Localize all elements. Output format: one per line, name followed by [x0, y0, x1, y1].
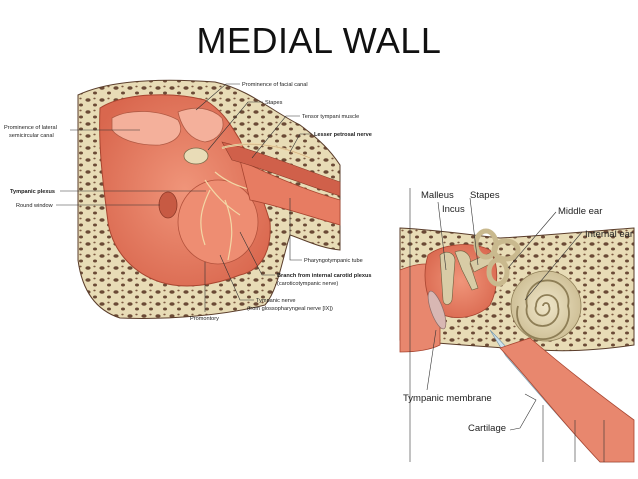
label-tympanic-plexus: Tympanic plexus [10, 189, 55, 195]
tympanic-plexus-nerves [200, 171, 263, 261]
malleus-bone [439, 251, 456, 305]
cochlea-spiral [516, 279, 570, 340]
incus-bone [454, 250, 479, 291]
label-internal-ear: Internal ear [585, 229, 633, 240]
label-facial-canal: Prominence of facial canal [242, 82, 308, 88]
left-diagram [77, 79, 341, 319]
right-labels: Malleus Stapes Incus Middle ear Internal… [403, 190, 633, 434]
right-diagram [399, 227, 635, 463]
label-tympanic-membrane: Tympanic membrane [403, 393, 492, 404]
label-carotid-branch-1: Branch from internal carotid plexus [277, 273, 372, 279]
tympanic-membrane [427, 290, 447, 330]
label-tensor-tympani: Tensor tympani muscle [302, 114, 359, 120]
left-labels: Prominence of facial canal Stapes Tensor… [4, 82, 372, 322]
label-middle-ear: Middle ear [558, 206, 602, 217]
lateral-canal-prominence [111, 111, 182, 146]
round-window-opening [158, 191, 178, 219]
facial-canal-ridge [177, 107, 224, 143]
promontory-bulge [177, 179, 259, 265]
label-stapes-right: Stapes [470, 190, 500, 201]
label-carotid-branch-2: (caroticotympanic nerve) [277, 281, 338, 287]
slide-title: MEDIAL WALL [196, 20, 442, 61]
label-lateral-canal-2: semicircular canal [9, 133, 54, 139]
label-promontory: Promontory [190, 316, 219, 322]
pharyngotympanic-tube [239, 159, 341, 226]
label-incus: Incus [442, 204, 465, 215]
label-lateral-canal-1: Prominence of lateral [4, 125, 57, 131]
stapes-left [183, 147, 209, 165]
label-malleus: Malleus [421, 190, 454, 201]
right-leader-lines [409, 188, 605, 462]
label-stapes-left: Stapes [265, 100, 283, 106]
auditory-tube [499, 337, 635, 463]
label-tympanic-nerve-1: Tympanic nerve [256, 298, 295, 304]
semicircular-canals [473, 228, 521, 287]
label-round-window: Round window [16, 203, 54, 209]
label-tympanic-nerve-2: (from glossopharyngeal nerve [IX]) [247, 306, 333, 312]
label-pharyngotympanic: Pharyngotympanic tube [304, 258, 363, 264]
left-leader-lines [56, 83, 312, 312]
label-lesser-petrosal: Lesser petrosal nerve [314, 132, 372, 138]
cochlea [510, 270, 582, 342]
label-cartilage: Cartilage [468, 423, 506, 434]
